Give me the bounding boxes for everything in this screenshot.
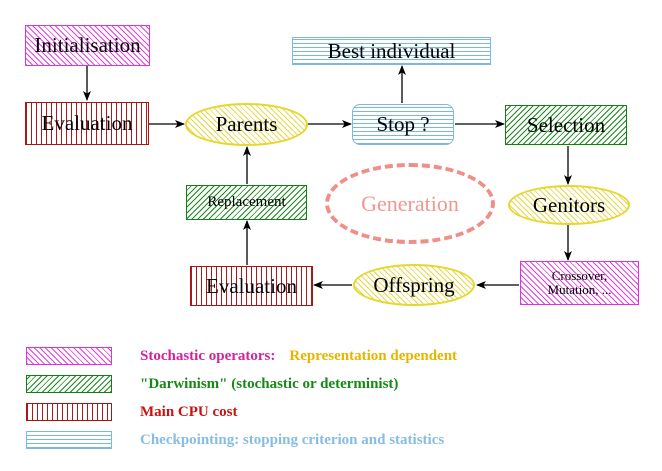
node-selection-label: Selection (526, 112, 606, 137)
node-generation-ring: Generation (325, 163, 495, 244)
node-parents-label: Parents (215, 112, 278, 137)
legend-swatch-green-diagonal-hatch-icon (26, 375, 112, 393)
node-replacement[interactable]: Replacement (186, 185, 307, 220)
legend-label-representation-dependent: Representation dependent (289, 347, 458, 364)
node-evaluation-bottom-label: Evaluation (206, 273, 297, 298)
legend-row-stochastic-operators: Stochastic operators: Representation dep… (26, 347, 457, 365)
node-crossover-label-line1: Crossover, (551, 268, 608, 284)
node-evaluation-bottom[interactable]: Evaluation (190, 266, 313, 306)
node-offspring-label: Offspring (373, 272, 455, 297)
node-crossover-label-line2: Mutation, ... (547, 282, 612, 297)
node-selection[interactable]: Selection (505, 105, 627, 145)
node-stop[interactable]: Stop ? (352, 104, 454, 145)
legend-row-checkpointing: Checkpointing: stopping criterion and st… (26, 431, 444, 449)
node-genitors[interactable]: Genitors (508, 185, 630, 225)
node-crossover-mutation[interactable]: Crossover, Mutation, ... (520, 261, 639, 305)
node-generation-label: Generation (361, 190, 459, 216)
node-initialisation[interactable]: Initialisation (25, 25, 150, 66)
legend-label-checkpointing: Checkpointing: stopping criterion and st… (140, 431, 445, 448)
legend-swatch-magenta-diagonal-hatch-icon (26, 347, 112, 365)
node-initialisation-label: Initialisation (34, 33, 141, 58)
legend-label-stochastic-operators: Stochastic operators: (140, 347, 276, 364)
node-offspring[interactable]: Offspring (353, 264, 475, 306)
legend-label-darwinism: "Darwinism" (stochastic or determinist) (140, 375, 399, 392)
legend-row-main-cpu-cost: Main CPU cost (26, 403, 238, 421)
legend-swatch-blue-horizontal-hatch-icon (26, 431, 112, 449)
node-replacement-label: Replacement (207, 193, 286, 210)
node-best-individual-label: Best individual (327, 38, 456, 63)
node-parents[interactable]: Parents (185, 103, 308, 146)
node-best-individual[interactable]: Best individual (292, 37, 491, 65)
node-evaluation-top[interactable]: Evaluation (25, 102, 149, 145)
legend-swatch-red-vertical-hatch-icon (26, 403, 112, 421)
legend-row-darwinism: "Darwinism" (stochastic or determinist) (26, 375, 398, 393)
node-evaluation-top-label: Evaluation (41, 111, 133, 136)
node-genitors-label: Genitors (532, 192, 606, 217)
legend-label-main-cpu-cost: Main CPU cost (140, 403, 238, 420)
node-stop-label: Stop ? (376, 112, 430, 137)
